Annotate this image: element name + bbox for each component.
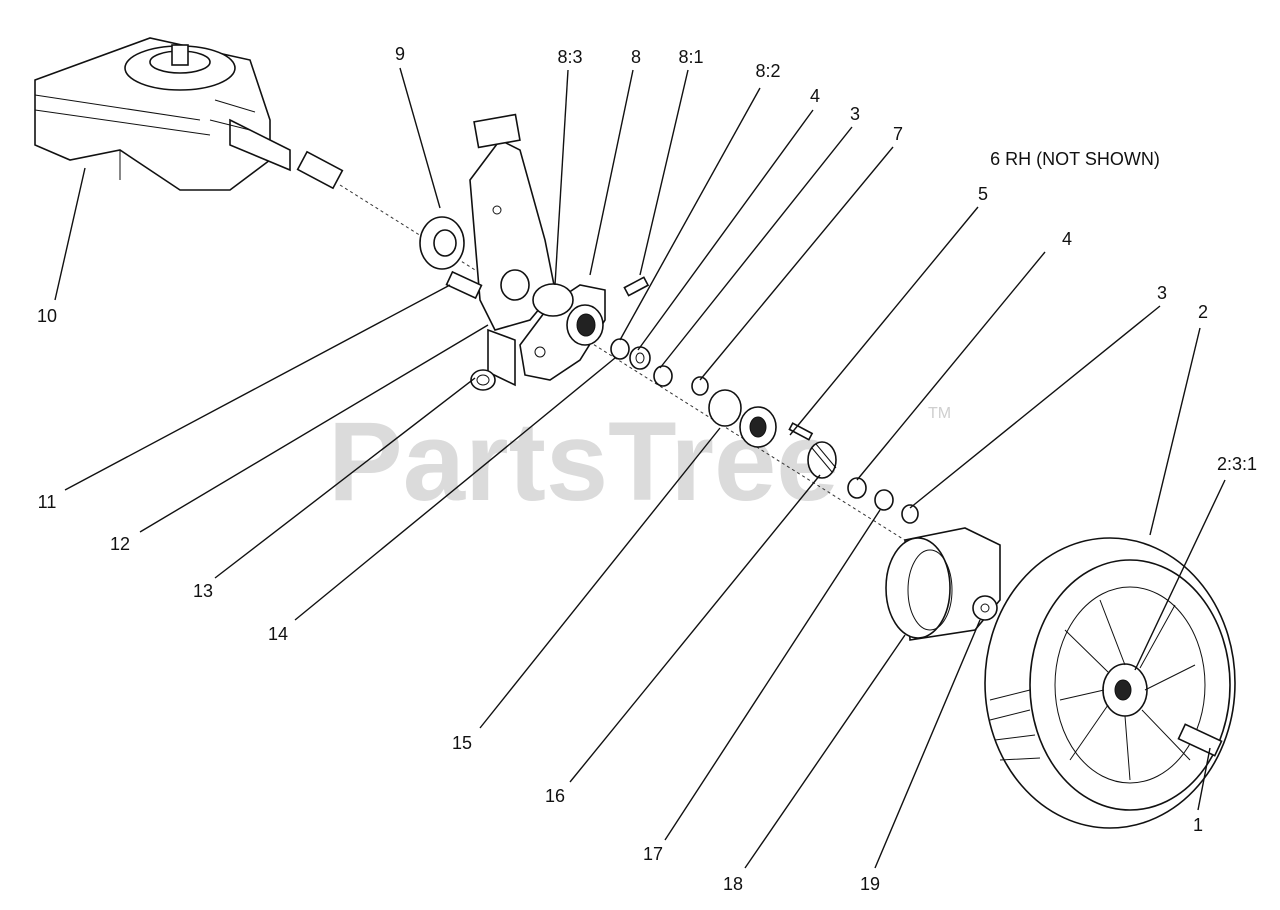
callout-12: 12 (110, 534, 130, 554)
callout-17: 17 (643, 844, 663, 864)
watermark: PartsTree TM (328, 399, 951, 524)
callout-2-3-1: 2:3:1 (1217, 454, 1257, 474)
part-adjuster-plate-8 (519, 283, 606, 381)
part-wheel-hub-18 (885, 527, 1001, 641)
watermark-tm: TM (928, 405, 951, 422)
callout-9: 9 (395, 44, 405, 64)
callout-8-3: 8:3 (557, 47, 582, 67)
callout-19: 19 (860, 874, 880, 894)
transmission-assembly (34, 37, 344, 191)
callout-18: 18 (723, 874, 743, 894)
part-washer-9 (419, 216, 465, 270)
callout-8: 8 (631, 47, 641, 67)
callout-4-mid: 4 (1062, 229, 1072, 249)
callout-3-top: 3 (850, 104, 860, 124)
part-spacer-13 (470, 369, 496, 391)
leader-lines (54, 67, 1226, 869)
callout-8-1: 8:1 (678, 47, 703, 67)
callout-11: 11 (38, 492, 57, 512)
callout-13: 13 (193, 581, 213, 601)
part-bolt-11 (445, 270, 483, 300)
part-pin-8-1 (623, 276, 650, 297)
note-rh-not-shown: 6 RH (NOT SHOWN) (990, 149, 1160, 169)
part-bracket-plate (469, 113, 556, 387)
callout-1: 1 (1193, 815, 1203, 835)
callout-8-2: 8:2 (755, 61, 780, 81)
callout-4-top: 4 (810, 86, 820, 106)
axis-line (339, 184, 1001, 601)
callout-3-mid: 3 (1157, 283, 1167, 303)
part-wheel-2 (984, 537, 1236, 829)
callout-14: 14 (268, 624, 288, 644)
axle-parts (610, 338, 919, 524)
callout-10: 10 (37, 306, 57, 326)
callout-7: 7 (893, 124, 903, 144)
callout-labels: 9 8:3 8 8:1 8:2 4 3 7 5 4 3 2 2:3:1 10 1… (37, 44, 1257, 894)
callout-15: 15 (452, 733, 472, 753)
callout-2: 2 (1198, 302, 1208, 322)
callout-16: 16 (545, 786, 565, 806)
callout-5: 5 (978, 184, 988, 204)
